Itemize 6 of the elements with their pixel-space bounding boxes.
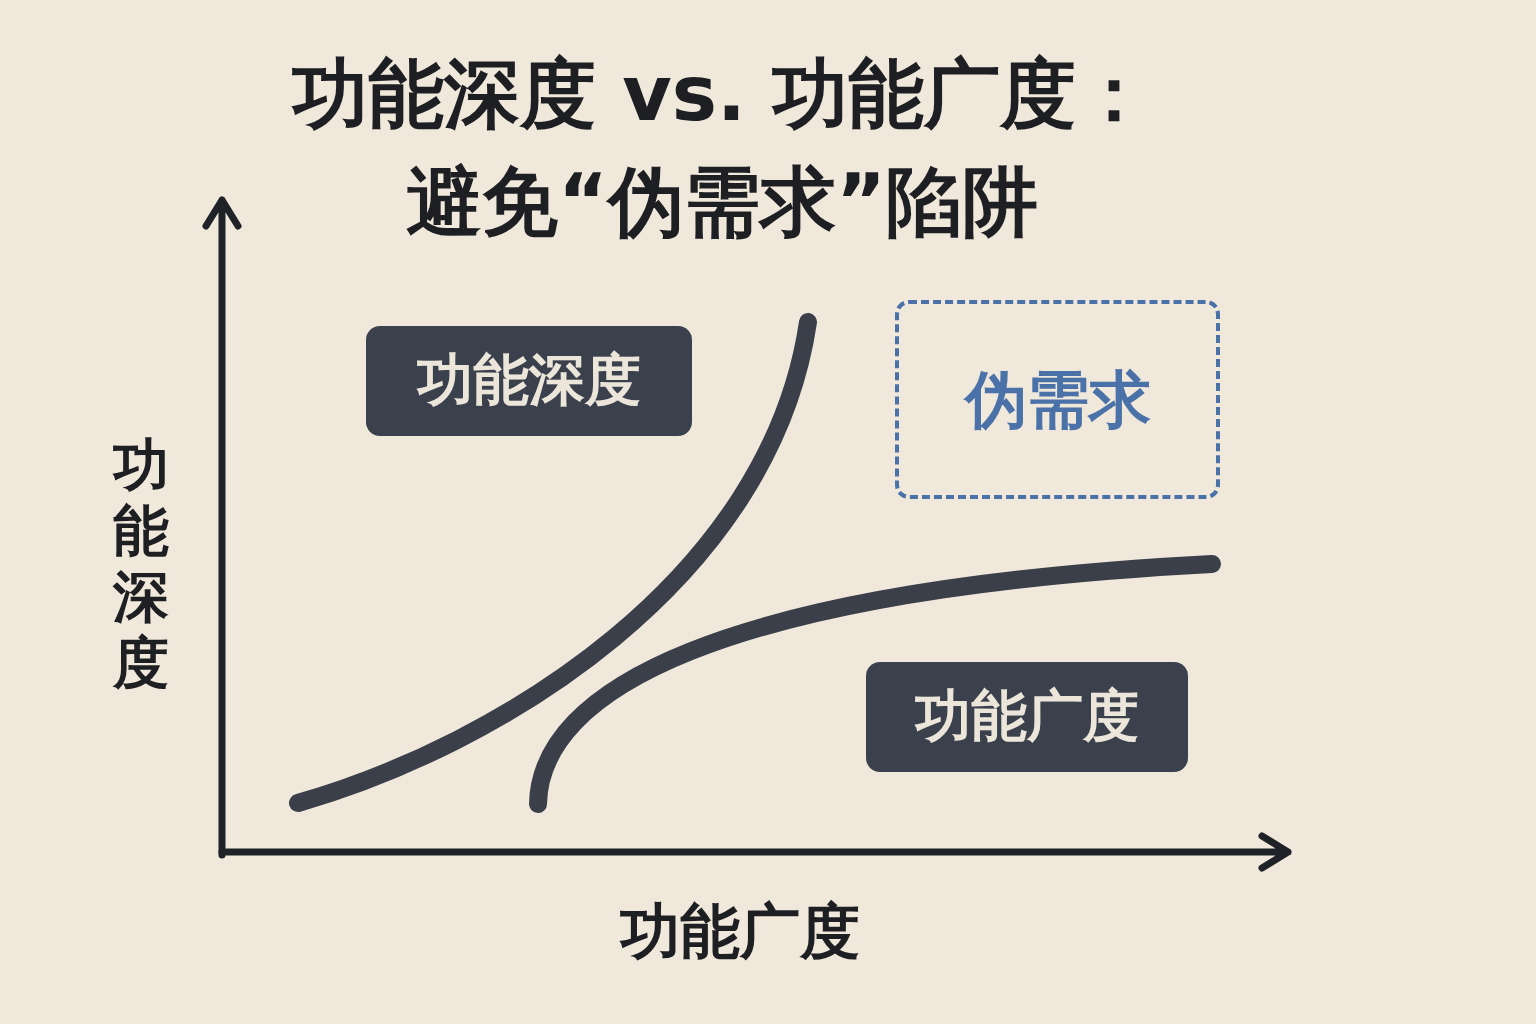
label-box: 功能广度: [866, 662, 1188, 772]
label-box: 功能深度: [366, 326, 692, 436]
y-axis-label: 功能深度: [111, 432, 170, 696]
x-axis-label: 功能广度: [618, 895, 861, 968]
title: 功能深度 vs. 功能广度：避免“伪需求”陷阱: [290, 48, 1154, 248]
dashed-box: 伪需求: [895, 300, 1220, 499]
